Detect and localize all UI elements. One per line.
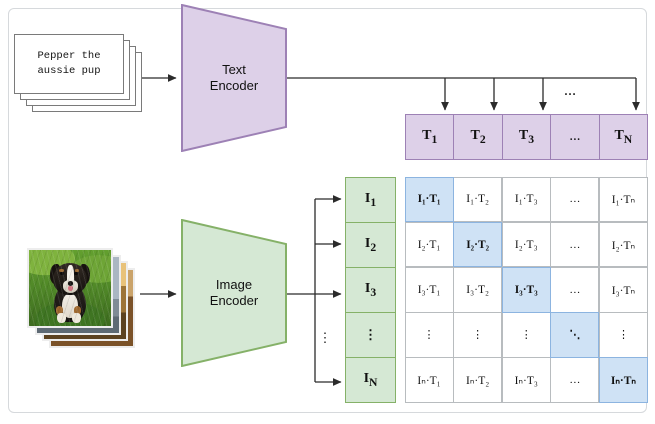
image-encoder-block: Image Encoder xyxy=(180,219,288,367)
similarity-cell-r4-c5: ⋮ xyxy=(598,312,648,358)
text-embedding-cell-5: TN xyxy=(598,114,649,160)
similarity-cell-r4-c1: ⋮ xyxy=(404,312,454,358)
caption-line-2: aussie pup xyxy=(37,65,101,77)
similarity-cell-r1-c3: I₁·T₃ xyxy=(501,176,551,223)
image-embedding-cell-4: ⋮ xyxy=(345,312,396,358)
similarity-cell-r2-c2: I₂·T₂ xyxy=(453,221,503,268)
text-encoder-shape xyxy=(181,4,287,152)
similarity-cell-r5-c4: … xyxy=(550,357,600,403)
similarity-cell-r2-c3: I₂·T₃ xyxy=(501,221,551,268)
similarity-cell-r3-c3: I₃·T₃ xyxy=(501,266,551,313)
text-embedding-cell-1: T1 xyxy=(405,114,455,160)
text-encoder-block: Text Encoder xyxy=(180,4,288,152)
similarity-cell-r3-c1: I₃·T₁ xyxy=(404,266,454,313)
text-embedding-cell-3: T3 xyxy=(501,114,552,160)
text-encoder-label: Text Encoder xyxy=(210,62,258,95)
image-encoder-label-line-2: Encoder xyxy=(209,293,259,308)
caption-card-stack: Pepper the aussie pup xyxy=(14,34,149,118)
image-bus-vdots: ⋮ xyxy=(318,330,332,345)
image-embedding-cell-1: I1 xyxy=(345,177,396,223)
similarity-cell-r2-c1: I₂·T₁ xyxy=(404,221,454,268)
similarity-cell-r5-c2: Iₙ·T₂ xyxy=(453,357,503,403)
puppy-image xyxy=(29,250,111,326)
similarity-cell-r3-c2: I₃·T₂ xyxy=(453,266,503,313)
similarity-cell-r4-c3: ⋮ xyxy=(501,312,551,358)
text-encoder-label-line-2: Encoder xyxy=(209,78,259,93)
similarity-cell-r1-c5: I₁·Tₙ xyxy=(598,176,648,223)
text-embedding-cell-2: T2 xyxy=(453,114,503,160)
caption-line-1: Pepper the xyxy=(37,49,101,62)
image-encoder-label-line-1: Image xyxy=(215,276,253,292)
text-embedding-cell-4: … xyxy=(550,114,600,160)
similarity-cell-r4-c4: ⋱ xyxy=(550,312,600,358)
image-embedding-cell-5: IN xyxy=(345,357,396,403)
similarity-cell-r2-c5: I₂·Tₙ xyxy=(598,221,648,268)
text-bus-ellipsis: … xyxy=(564,84,576,98)
text-encoder-label-line-1: Text xyxy=(222,61,246,77)
caption-text: Pepper the aussie pup xyxy=(15,35,123,93)
similarity-cell-r1-c4: … xyxy=(550,176,600,223)
similarity-cell-r3-c5: I₃·Tₙ xyxy=(598,266,648,313)
similarity-cell-r1-c1: I₁·T₁ xyxy=(404,176,454,223)
similarity-cell-r5-c1: Iₙ·T₁ xyxy=(404,357,454,403)
similarity-cell-r2-c4: … xyxy=(550,221,600,268)
similarity-cell-r5-c5: Iₙ·Tₙ xyxy=(598,357,648,403)
image-encoder-shape xyxy=(181,219,287,367)
similarity-cell-r4-c2: ⋮ xyxy=(453,312,503,358)
similarity-cell-r5-c3: Iₙ·T₃ xyxy=(501,357,551,403)
photo-front-puppy xyxy=(27,248,113,328)
caption-card-front: Pepper the aussie pup xyxy=(14,34,124,94)
similarity-cell-r1-c2: I₁·T₂ xyxy=(453,176,503,223)
similarity-cell-r3-c4: … xyxy=(550,266,600,313)
image-encoder-label: Image Encoder xyxy=(210,277,258,310)
image-embedding-cell-3: I3 xyxy=(345,267,396,313)
image-embedding-cell-2: I2 xyxy=(345,222,396,268)
image-photo-stack xyxy=(27,248,147,353)
